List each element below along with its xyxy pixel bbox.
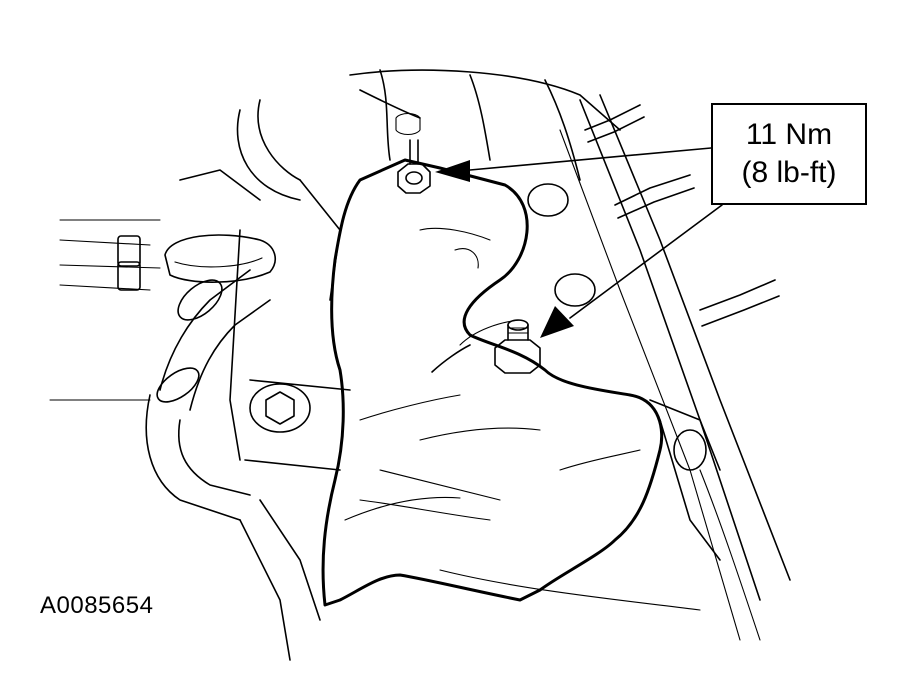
coolant-hose — [145, 269, 271, 521]
exhaust-heat-shield — [321, 158, 664, 607]
upper-nut — [395, 112, 431, 194]
lower-left-bolt — [249, 383, 311, 433]
torque-callout: 11 Nm (8 lb-ft) — [711, 103, 867, 205]
sensor-housing — [117, 234, 276, 291]
lower-arrowhead — [540, 306, 574, 338]
callout-leaders — [435, 147, 723, 338]
lower-nut — [494, 319, 541, 374]
exhaust-studs — [527, 104, 780, 471]
figure-id: A0085654 — [40, 592, 154, 619]
torque-nm-label: 11 Nm — [745, 118, 833, 151]
engine-block-outline — [49, 69, 791, 661]
torque-lbft-label: (8 lb-ft) — [741, 156, 837, 189]
upper-arrowhead — [435, 160, 470, 182]
